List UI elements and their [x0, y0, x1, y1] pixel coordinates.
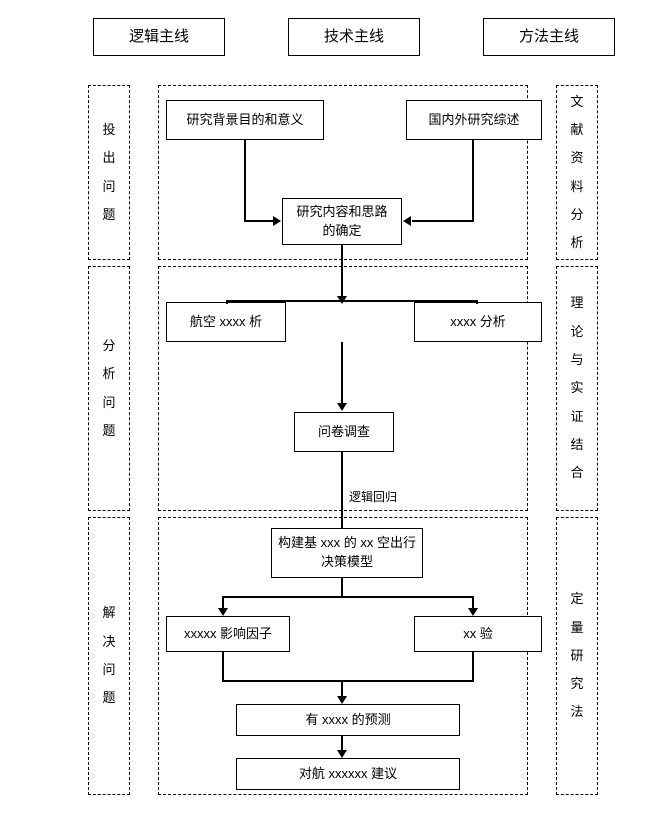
node-suggestion: 对航 xxxxxx 建议 — [236, 758, 460, 790]
right-rail-stage1-char-4: 分 — [570, 206, 584, 222]
right-rail-stage2 — [556, 266, 598, 511]
right-rail-stage1-char-3: 料 — [570, 178, 584, 194]
stage3-group — [158, 517, 528, 795]
edge-survey-to-model — [341, 452, 343, 540]
edge-merge-down — [341, 680, 343, 698]
edge-aviation-to-survey-arrow — [337, 403, 347, 411]
header-box-technical: 技术主线 — [288, 18, 420, 56]
node-research-content-line1: 研究内容和思路 — [296, 203, 388, 219]
edge-verify-down — [472, 652, 474, 682]
edge-stage2-left-stub — [226, 300, 228, 304]
right-rail-stage3-label: 定 量 研 究 法 — [556, 517, 598, 795]
right-rail-stage2-char-6: 合 — [570, 465, 584, 481]
right-rail-stage3 — [556, 517, 598, 795]
edge-model-branch-left-arrow — [218, 608, 228, 616]
right-rail-stage2-label: 理 论 与 实 证 结 合 — [556, 266, 598, 511]
left-rail-stage1-char-1: 出 — [102, 150, 116, 166]
edge-model-branch-left — [222, 596, 224, 610]
right-rail-stage3-char-2: 研 — [570, 647, 584, 663]
edge-review-vertical — [472, 140, 474, 221]
edge-model-branch-bar — [222, 596, 474, 598]
edge-forecast-to-suggestion-arrow — [337, 750, 347, 758]
edge-merge-arrow — [337, 696, 347, 704]
left-rail-stage2-char-0: 分 — [102, 337, 116, 353]
edge-model-down — [341, 578, 343, 598]
node-influence-factors: xxxxx 影响因子 — [166, 616, 290, 652]
stage2-group — [158, 266, 528, 511]
right-rail-stage1-char-0: 文 — [570, 93, 584, 109]
node-research-content: 研究内容和思路 的确定 — [282, 198, 402, 245]
edge-review-horizontal — [412, 220, 474, 222]
left-rail-stage3-char-3: 题 — [102, 690, 116, 706]
left-rail-stage1-char-3: 题 — [102, 206, 116, 222]
edge-stage2-right-stub — [476, 300, 478, 304]
edge-factors-down — [222, 652, 224, 682]
left-rail-stage2-char-3: 题 — [102, 422, 116, 438]
right-rail-stage2-char-3: 实 — [570, 380, 584, 396]
left-rail-stage3-char-2: 问 — [102, 662, 116, 677]
stage1-group — [158, 85, 528, 260]
left-rail-stage1 — [88, 85, 130, 260]
edge-model-branch-right-arrow — [468, 608, 478, 616]
right-rail-stage2-char-5: 结 — [570, 436, 584, 452]
edge-model-branch-right — [472, 596, 474, 610]
left-rail-stage2-label: 分 析 问 题 — [88, 266, 130, 511]
node-decision-model-line1: 构建基 xxx 的 xx 空出行 — [278, 535, 416, 551]
edge-stage2-top-bar — [226, 300, 478, 302]
edge-aviation-to-survey — [341, 342, 343, 404]
right-rail-stage3-char-1: 量 — [570, 619, 584, 635]
right-rail-stage1-label: 文 献 资 料 分 析 — [556, 85, 598, 260]
node-forecast: 有 xxxx 的预测 — [236, 704, 460, 736]
left-rail-stage1-char-0: 投 — [102, 121, 116, 137]
right-rail-stage3-char-3: 究 — [570, 676, 584, 692]
node-aviation-analysis: 航空 xxxx 析 — [166, 302, 286, 342]
right-rail-stage2-char-0: 理 — [570, 295, 584, 311]
left-rail-stage2 — [88, 266, 130, 511]
node-decision-model: 构建基 xxx 的 xx 空出行 决策模型 — [271, 528, 423, 578]
header-box-logic: 逻辑主线 — [93, 18, 225, 56]
right-rail-stage1-char-2: 资 — [570, 150, 584, 166]
edge-review-arrow — [403, 216, 411, 226]
right-rail-stage1-char-1: 献 — [570, 121, 584, 137]
node-questionnaire-survey: 问卷调查 — [294, 412, 394, 452]
right-rail-stage3-char-0: 定 — [570, 591, 584, 607]
left-rail-stage3-label: 解 决 问 题 — [88, 517, 130, 795]
left-rail-stage3-char-0: 解 — [102, 605, 116, 621]
edge-label-logistic-regression: 逻辑回归 — [347, 488, 400, 505]
header-box-method: 方法主线 — [483, 18, 615, 56]
right-rail-stage3-char-4: 法 — [570, 704, 584, 720]
node-verification: xx 验 — [414, 616, 542, 652]
edge-background-arrow — [273, 216, 281, 226]
node-literature-review: 国内外研究综述 — [406, 100, 542, 140]
edge-background-vertical — [244, 140, 246, 221]
node-research-content-line2: 的确定 — [322, 222, 362, 238]
left-rail-stage2-char-1: 析 — [102, 366, 116, 382]
right-rail-stage1 — [556, 85, 598, 260]
node-research-background: 研究背景目的和意义 — [166, 100, 324, 140]
left-rail-stage1-label: 投 出 问 题 — [88, 85, 130, 260]
node-xxxx-analysis: xxxx 分析 — [414, 302, 542, 342]
right-rail-stage2-char-1: 论 — [570, 323, 584, 339]
right-rail-stage1-char-5: 析 — [570, 235, 584, 251]
edge-background-horizontal — [244, 220, 274, 222]
node-decision-model-line2: 决策模型 — [320, 554, 373, 569]
left-rail-stage1-char-2: 问 — [102, 178, 116, 194]
left-rail-stage2-char-2: 问 — [102, 394, 116, 410]
edge-merge-bar — [222, 680, 474, 682]
edge-forecast-to-suggestion — [341, 736, 343, 752]
left-rail-stage3-char-1: 决 — [102, 633, 116, 649]
right-rail-stage2-char-2: 与 — [570, 352, 584, 368]
left-rail-stage3 — [88, 517, 130, 795]
edge-content-to-stage2 — [341, 245, 343, 299]
right-rail-stage2-char-4: 证 — [570, 408, 584, 424]
